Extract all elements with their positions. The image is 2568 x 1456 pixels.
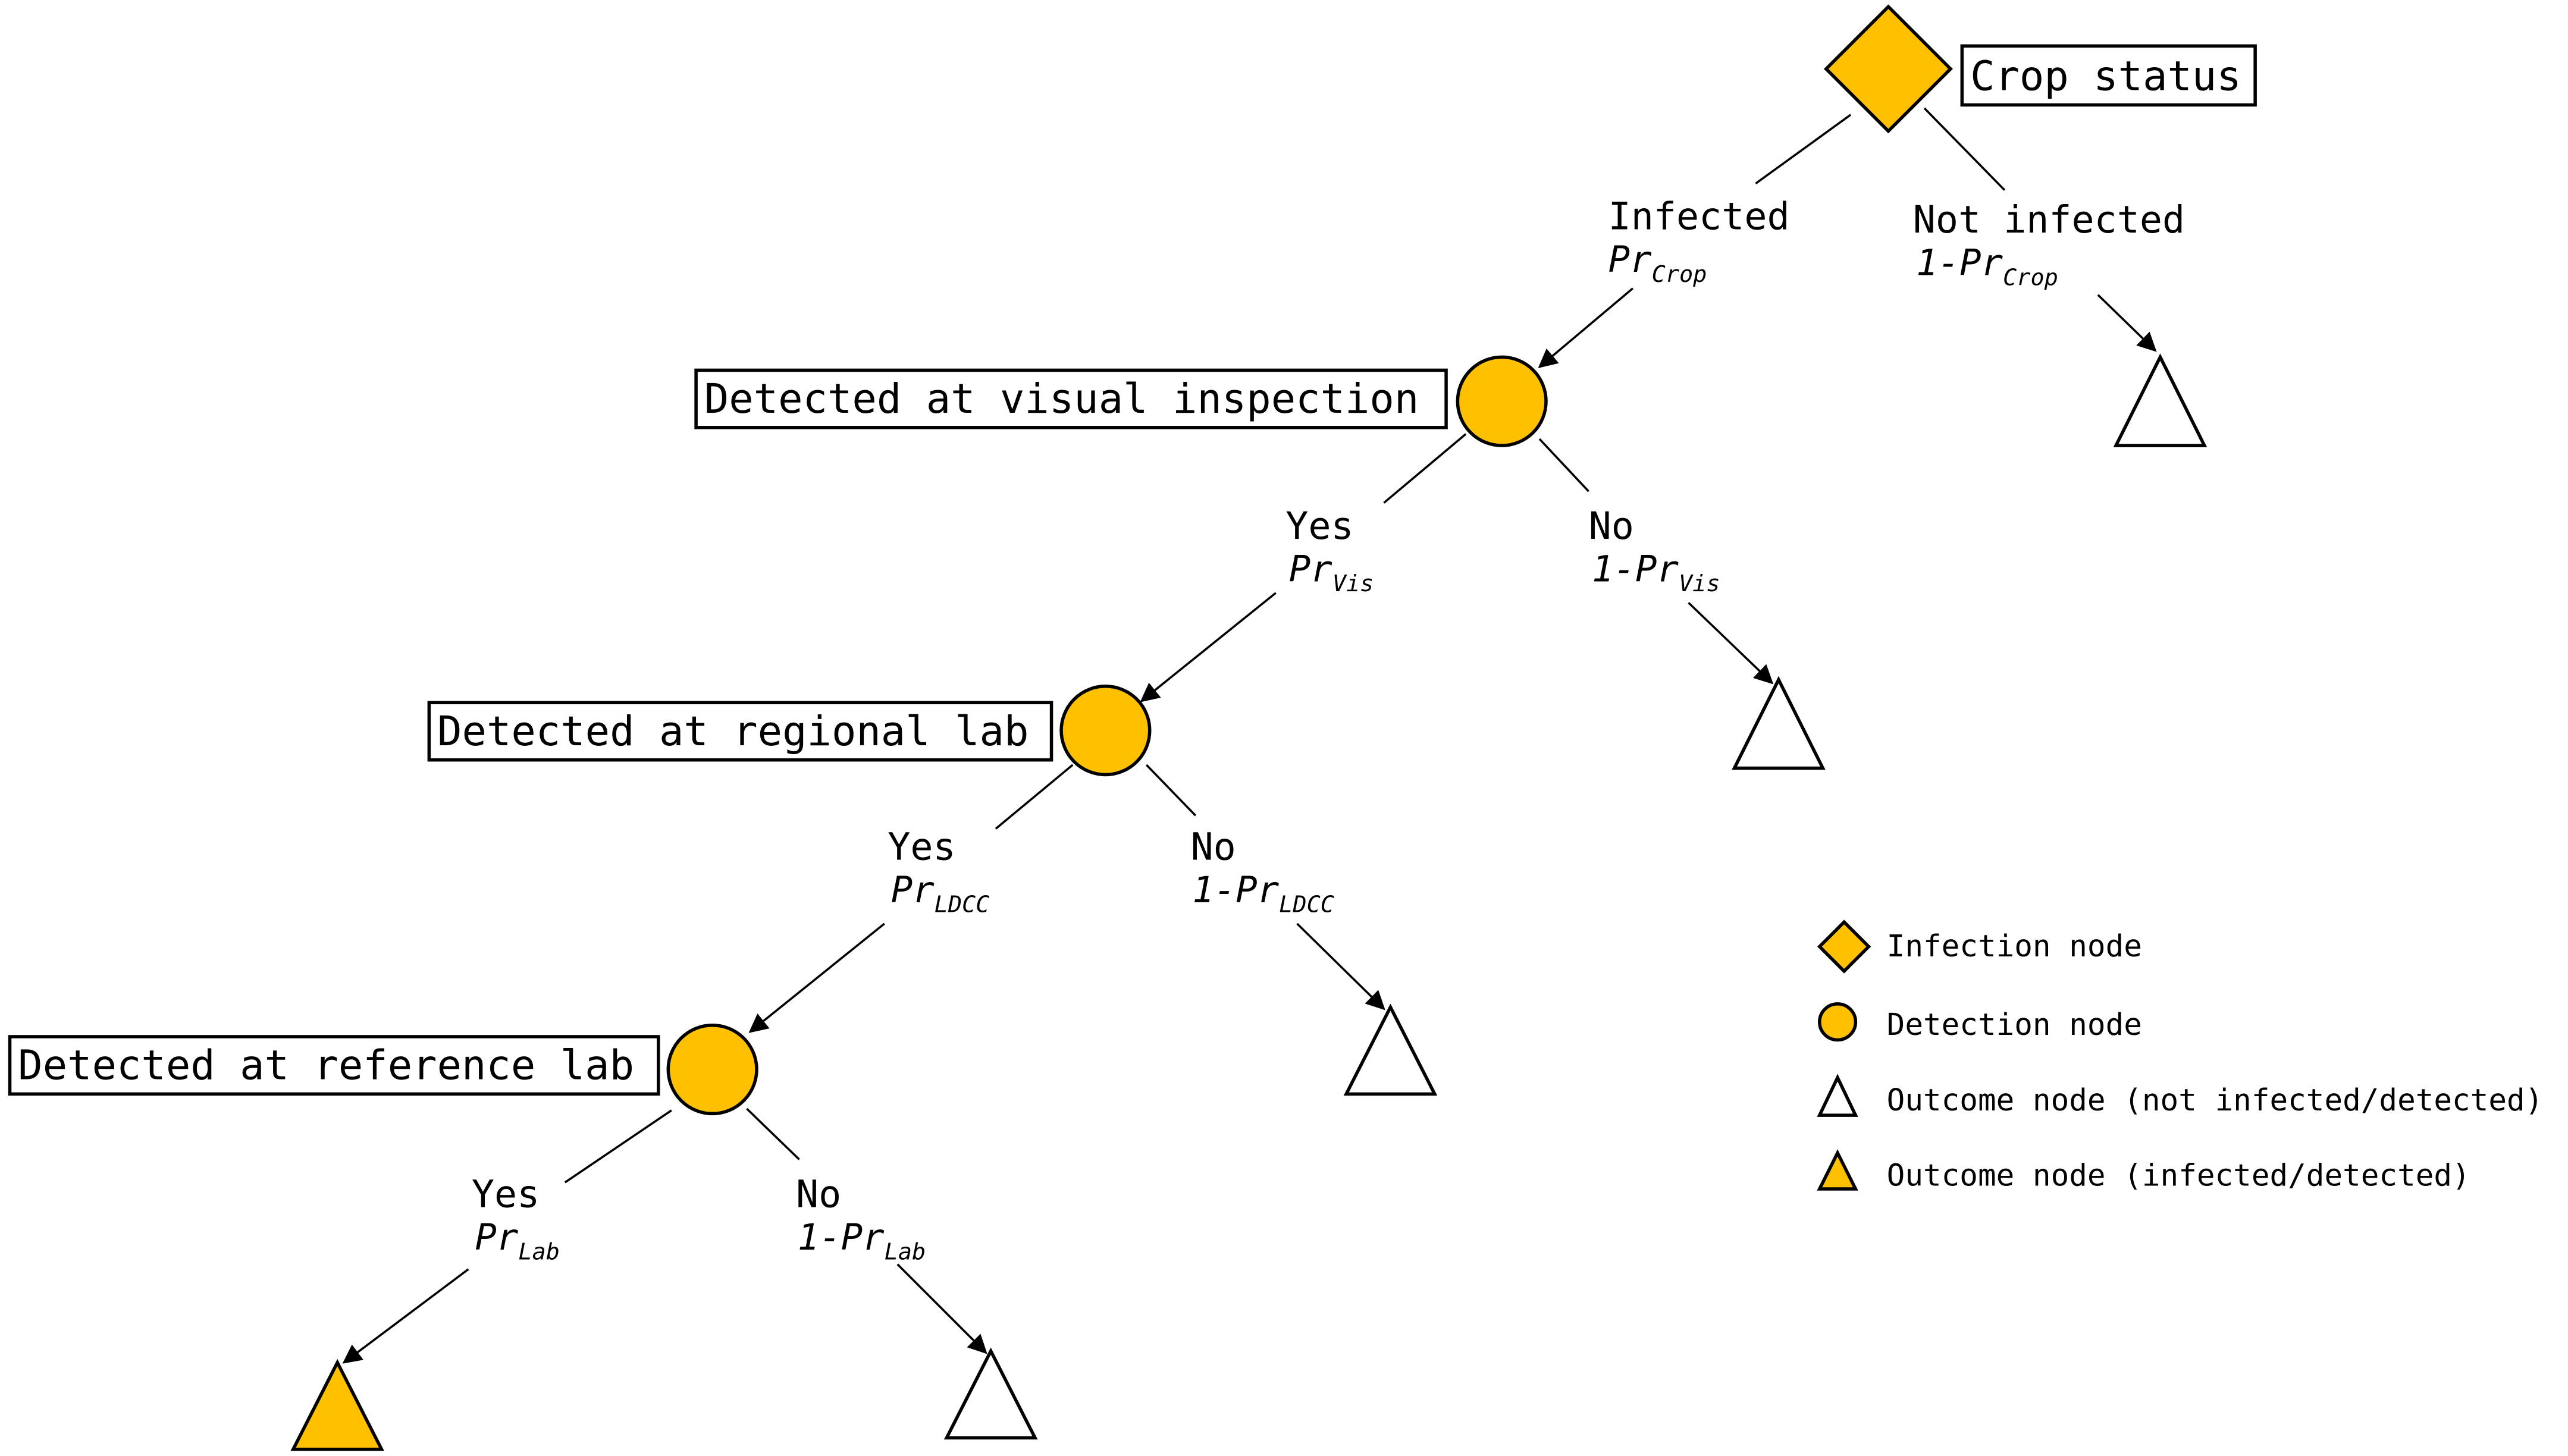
branch-lab-no-label: No (796, 1172, 841, 1216)
branch-ldcc-yes-prob: PrLDCC (891, 870, 990, 918)
legend-triangle-filled-icon (1817, 1149, 1858, 1191)
regional-lab-box (427, 701, 1053, 762)
detection-node-circle-icon (1059, 685, 1152, 777)
outcome-triangle-outline-icon (943, 1347, 1038, 1440)
legend-label: Infection node (1887, 929, 2142, 964)
branch-not-infected-label: Not infected (1913, 197, 2185, 241)
legend-circle-icon (1818, 1002, 1858, 1042)
legend-label: Outcome node (not infected/detected) (1887, 1083, 2544, 1118)
branch-line (1383, 433, 1467, 504)
reference-lab-label: Detected at reference lab (18, 1042, 634, 1090)
visual-inspection-label: Detected at visual inspection (704, 375, 1419, 423)
legend-label: Detection node (1887, 1008, 2142, 1043)
branch-arrow (1688, 602, 1774, 685)
crop-status-label: Crop status (1970, 53, 2241, 101)
branch-lab-yes-label: Yes (472, 1172, 540, 1216)
branch-line (1923, 107, 2006, 191)
branch-line (1145, 764, 1197, 817)
legend: Infection node Detection node Outcome no… (1817, 920, 2544, 1194)
outcome-triangle-outline-icon (2113, 353, 2208, 447)
visual-inspection-box (694, 368, 1448, 429)
outcome-triangle-filled-icon (290, 1358, 384, 1451)
branch-arrow (342, 1268, 469, 1364)
branch-vis-yes-prob: PrVis (1289, 549, 1374, 598)
outcome-triangle-outline-icon (1732, 676, 1826, 770)
branch-lab-yes-prob: PrLab (475, 1217, 560, 1266)
branch-vis-no-label: No (1589, 504, 1634, 548)
branch-ldcc-no-label: No (1191, 825, 1236, 869)
branch-infected-prob: PrCrop (1608, 239, 1707, 288)
branch-arrow (1140, 592, 1277, 702)
branch-infected-label: Infected (1608, 194, 1790, 239)
branch-line (1755, 114, 1852, 185)
branch-arrow (1296, 922, 1385, 1011)
legend-diamond-icon (1817, 920, 1871, 974)
detection-node-circle-icon (1456, 355, 1548, 447)
detection-node-circle-icon (666, 1023, 758, 1116)
branch-line (746, 1107, 800, 1160)
legend-triangle-outline-icon (1817, 1074, 1858, 1117)
branch-vis-yes-label: Yes (1285, 504, 1353, 548)
crop-status-box (1960, 44, 2257, 107)
branch-lab-no-prob: 1-PrLab (798, 1217, 926, 1266)
branch-arrow (1538, 287, 1634, 368)
branch-not-infected-prob: 1-PrCrop (1916, 243, 2058, 291)
branch-arrow (748, 922, 885, 1033)
branch-line (564, 1109, 672, 1184)
legend-label: Outcome node (infected/detected) (1887, 1159, 2470, 1194)
branch-arrow (896, 1263, 987, 1354)
branch-ldcc-yes-label: Yes (888, 825, 955, 869)
reference-lab-box (8, 1035, 660, 1096)
regional-lab-label: Detected at regional lab (437, 708, 1029, 755)
outcome-triangle-outline-icon (1343, 1003, 1438, 1096)
branch-vis-no-prob: 1-PrVis (1592, 549, 1720, 598)
infection-node-diamond-icon (1823, 4, 1953, 134)
branch-arrow (2097, 294, 2157, 352)
branch-line (995, 764, 1074, 830)
branch-ldcc-no-prob: 1-PrLDCC (1192, 870, 1334, 918)
branch-line (1538, 438, 1589, 492)
